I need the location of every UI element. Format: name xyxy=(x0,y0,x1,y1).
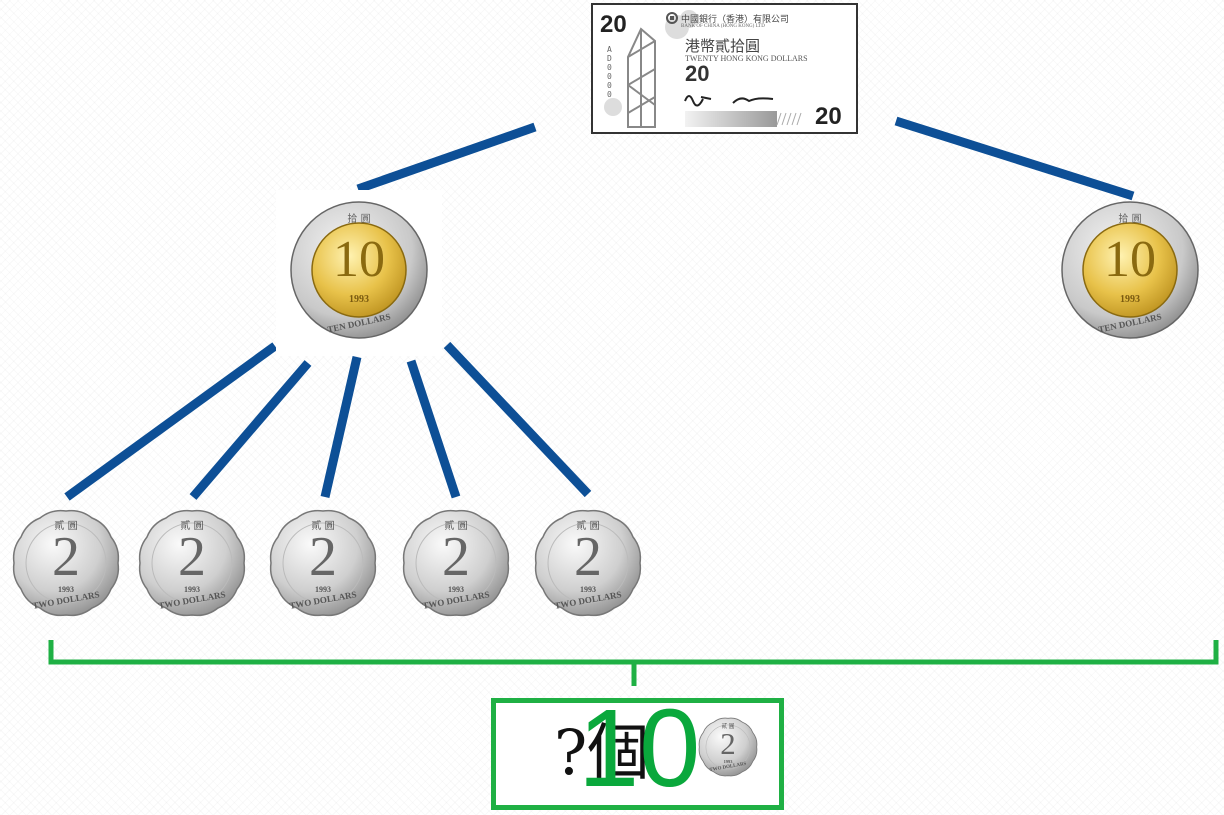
two-dollar-coin-4-value: 2 xyxy=(442,526,470,588)
two-dollar-coin-2-top-text: 貳 圓 xyxy=(180,521,204,532)
answer-two-dollar-coin-art xyxy=(698,717,758,777)
question-text: ?個 xyxy=(554,716,650,789)
banknote-value-chinese: 港幣貳拾圓 xyxy=(685,37,761,55)
answer-two-dollar-coin-year: 1993 xyxy=(723,759,733,765)
note-to-left-ten-line xyxy=(356,122,537,194)
grouping-bracket xyxy=(48,640,1219,686)
two-dollar-coin-2-value: 2 xyxy=(178,526,206,588)
banknote-center-denomination: 20 xyxy=(685,61,710,86)
answer-two-dollar-coin-top-text: 貳 圓 xyxy=(721,723,735,730)
ten-dollar-coin-left-value: 10 xyxy=(333,231,385,288)
two-dollar-coin-2-year: 1993 xyxy=(184,585,200,594)
ten-dollar-coin-left-top-text: 拾 圓 xyxy=(347,214,371,225)
two-dollar-coin-3-value: 2 xyxy=(309,526,337,588)
banknote-value-english: TWENTY HONG KONG DOLLARS xyxy=(685,54,808,63)
two-dollar-coin-5-value: 2 xyxy=(574,526,602,588)
banknote-bank-name-english: BANK OF CHINA (HONG KONG) LTD xyxy=(681,24,765,29)
ten-dollar-coin-right-top-text: 拾 圓 xyxy=(1118,214,1142,225)
banknote-serial-number: AD0000 xyxy=(607,45,612,99)
ten-dollar-coin-right-year: 1993 xyxy=(1120,294,1140,305)
ten-to-two-line-4 xyxy=(406,359,461,499)
ten-to-two-line-2 xyxy=(189,360,312,500)
ten-to-two-line-3 xyxy=(320,355,362,499)
two-dollar-coin-4-top-text: 貳 圓 xyxy=(444,521,468,532)
ten-dollar-coin-right-value: 10 xyxy=(1104,231,1156,288)
ten-dollar-coin-right-art xyxy=(1061,201,1199,339)
two-dollar-coin-4-year: 1993 xyxy=(448,585,464,594)
note-to-right-ten-line xyxy=(894,116,1135,201)
two-dollar-coin-4-art xyxy=(402,509,510,617)
ten-to-two-line-1 xyxy=(64,342,278,501)
ten-dollar-coin-left-art xyxy=(290,201,428,339)
two-dollar-coin-2-art xyxy=(138,509,246,617)
two-dollar-coin-5-top-text: 貳 圓 xyxy=(576,521,600,532)
two-dollar-coin-3-year: 1993 xyxy=(315,585,331,594)
two-dollar-coin-3-art xyxy=(269,509,377,617)
twenty-dollar-banknote: 20 AD0000 中國銀行（香港）有限公司 BANK OF CHINA (HO… xyxy=(591,3,858,134)
ten-dollar-coin-left: 10 1993 拾 圓 TEN DOLLARS xyxy=(276,190,442,356)
two-dollar-coin-5-art xyxy=(534,509,642,617)
two-dollar-coin-1-top-text: 貳 圓 xyxy=(54,521,78,532)
ten-dollar-coin-right: 10 1993 拾 圓 TEN DOLLARS xyxy=(1052,190,1218,356)
banknote-artwork xyxy=(604,10,802,128)
two-dollar-coin-5-year: 1993 xyxy=(580,585,596,594)
banknote-corner-denomination: 20 xyxy=(600,11,627,38)
two-dollar-coin-1-year: 1993 xyxy=(58,585,74,594)
answer-value: 10 xyxy=(578,687,701,810)
two-dollar-coin-1-art xyxy=(12,509,120,617)
ten-dollar-coin-left-year: 1993 xyxy=(349,294,369,305)
banknote-bottom-denomination: 20 xyxy=(815,103,842,130)
two-dollar-coin-3-top-text: 貳 圓 xyxy=(311,521,335,532)
ten-to-two-line-5 xyxy=(443,341,592,498)
two-dollar-coin-1-value: 2 xyxy=(52,526,80,588)
answer-two-dollar-coin-value: 2 xyxy=(720,726,736,762)
banknote-bank-name-chinese: 中國銀行（香港）有限公司 xyxy=(681,15,790,25)
